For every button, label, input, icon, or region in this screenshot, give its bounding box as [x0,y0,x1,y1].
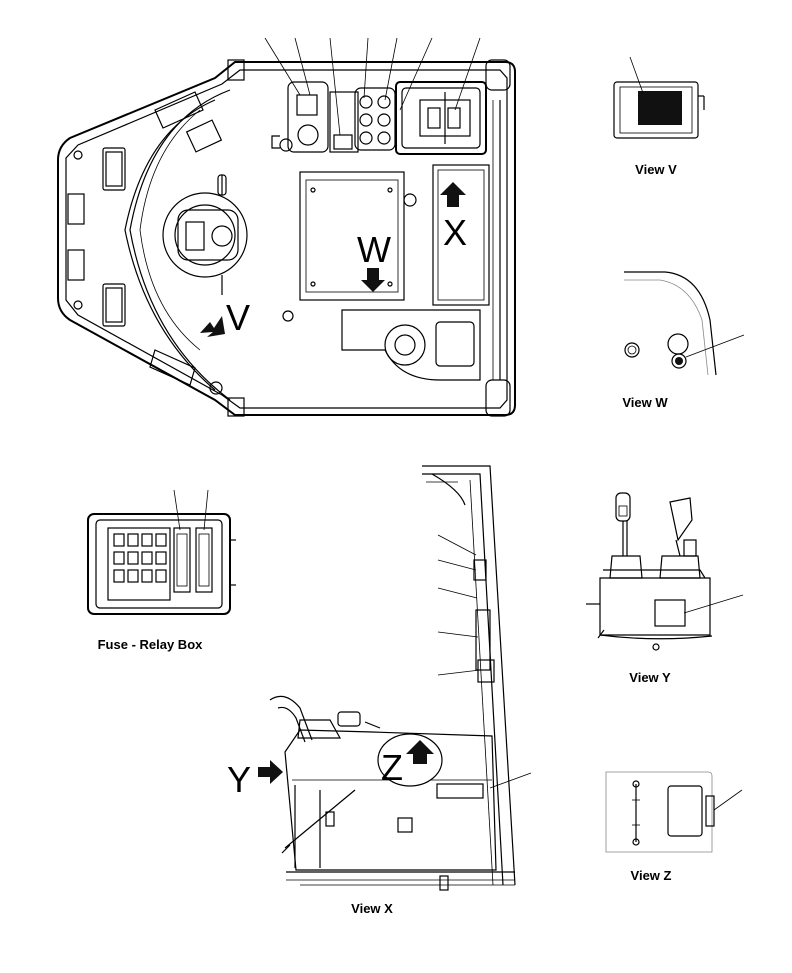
arrow-letter-x: X [443,212,467,253]
view-w-drawing [624,271,745,376]
fuse-relay-box-drawing [87,489,236,615]
arrow-letter-w: W [357,229,391,270]
view-y-label: View Y [629,670,671,685]
view-x-label: View X [351,901,393,916]
view-y-drawing [586,492,744,651]
view-w-label: View W [622,395,668,410]
arrow-letter-y: Y [227,759,251,800]
view-z-drawing [605,771,743,853]
arrow-letter-z: Z [381,747,403,788]
view-x-drawing [258,465,532,891]
view-v-drawing [613,56,705,139]
cab-plan-view [57,37,516,417]
arrow-letter-v: V [226,297,250,338]
view-v-label: View V [635,162,677,177]
fuse-relay-box-label: Fuse - Relay Box [98,637,204,652]
view-z-label: View Z [631,868,672,883]
